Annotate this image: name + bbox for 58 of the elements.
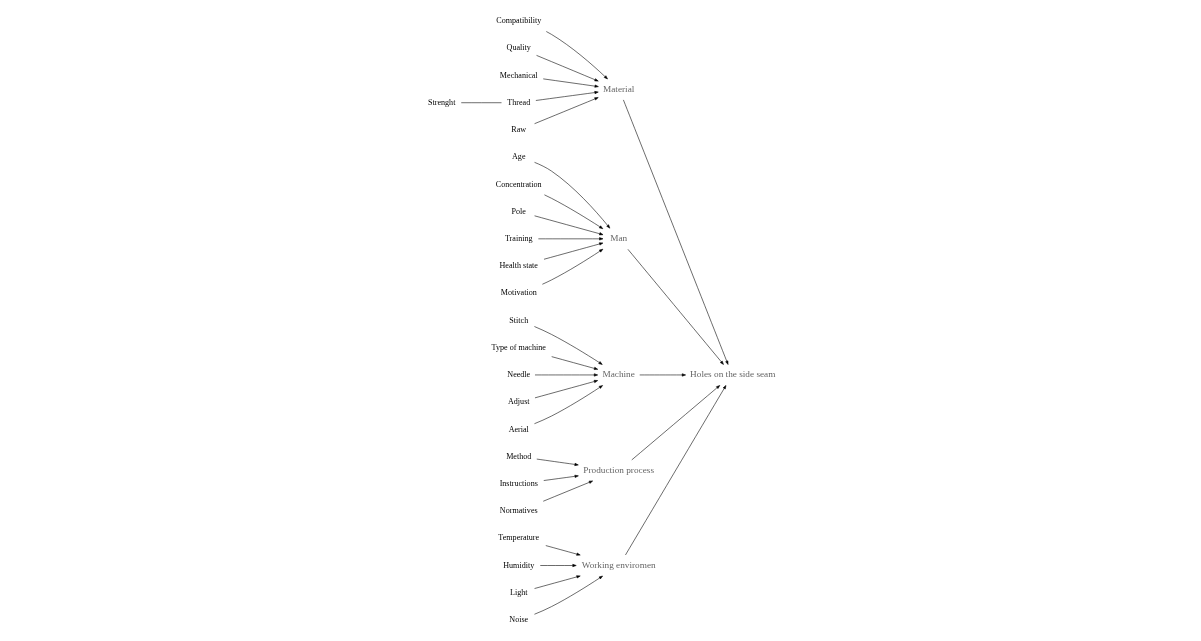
arrow <box>545 545 580 556</box>
arrow <box>545 31 608 80</box>
arrow <box>543 194 603 229</box>
arrow <box>534 373 598 377</box>
node-text: Light <box>509 587 528 597</box>
arrow <box>535 458 579 466</box>
arrow <box>624 385 726 556</box>
node-text: Man <box>609 233 627 244</box>
arrow <box>627 249 724 365</box>
node-text: Machine <box>601 369 635 380</box>
arrow <box>622 99 728 365</box>
arrow <box>630 385 720 461</box>
node-text: Instructions <box>499 478 538 488</box>
arrow <box>535 91 599 101</box>
arrow <box>533 97 599 124</box>
arrow <box>534 380 598 399</box>
node-text: Pole <box>511 206 526 216</box>
arrow <box>543 242 603 260</box>
node-text: Raw <box>510 125 526 135</box>
arrow <box>535 55 599 82</box>
arrow <box>533 385 603 424</box>
arrow <box>533 326 603 365</box>
arrow <box>638 373 686 377</box>
node-text: Strenght <box>427 97 455 107</box>
arrow <box>539 564 576 567</box>
node-text: Motivation <box>500 288 537 298</box>
node-text: Mechanical <box>499 70 538 80</box>
node-text: Thread <box>506 97 530 107</box>
arrow <box>533 215 603 236</box>
node-text: Normatives <box>499 506 538 516</box>
arrow <box>542 474 579 481</box>
node-text: Holes on the side seam <box>689 369 775 380</box>
node-text: Health state <box>499 261 538 271</box>
node-text: Stitch <box>508 315 528 325</box>
node-text: Quality <box>506 43 531 53</box>
arrow <box>533 575 581 589</box>
node-text: Age <box>511 152 525 162</box>
node-text: Training <box>504 233 533 243</box>
arrow <box>533 162 610 229</box>
arrow <box>533 575 603 615</box>
node-text: Working enviromen <box>581 559 656 570</box>
arrow <box>550 356 598 370</box>
node-text: Concentration <box>495 179 542 189</box>
node-text: Needle <box>506 370 530 380</box>
node-text: Aerial <box>508 424 529 434</box>
node-text: Temperature <box>497 533 539 543</box>
arrow <box>541 248 603 285</box>
node-text: Humidity <box>502 560 534 570</box>
arrow <box>537 237 603 241</box>
node-text: Method <box>505 451 531 461</box>
node-text: Compatibility <box>495 16 541 26</box>
node-text: Noise <box>508 615 528 625</box>
arrow <box>542 78 599 88</box>
node-text: Material <box>602 83 634 94</box>
node-text: Production process <box>582 464 654 475</box>
node-text: Adjust <box>507 397 530 407</box>
node-text: Type of machine <box>491 342 546 352</box>
arrow <box>542 480 593 502</box>
